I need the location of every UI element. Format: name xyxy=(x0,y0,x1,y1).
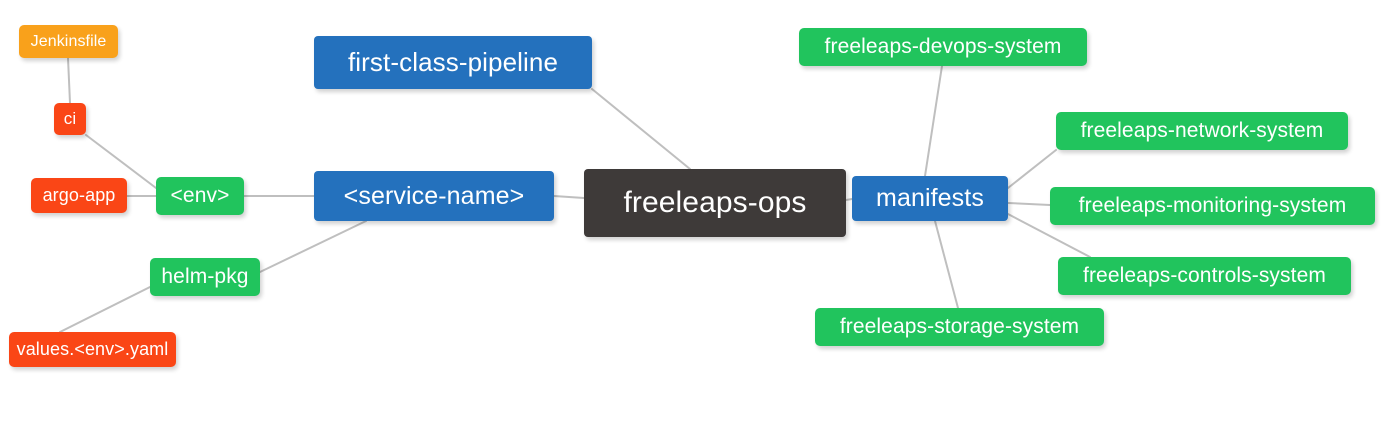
edge-first-class-pipeline-to-root xyxy=(591,88,691,170)
mindmap-node-devops-system[interactable]: freeleaps-devops-system xyxy=(799,28,1087,66)
mindmap-node-network-system[interactable]: freeleaps-network-system xyxy=(1056,112,1348,150)
mindmap-node-manifests[interactable]: manifests xyxy=(852,176,1008,221)
edge-manifests-to-network-system xyxy=(1007,149,1057,189)
mindmap-node-label: freeleaps-network-system xyxy=(1080,119,1324,142)
mindmap-node-env[interactable]: <env> xyxy=(156,177,244,215)
mindmap-node-label: ci xyxy=(63,109,77,128)
mindmap-node-label: values.<env>.yaml xyxy=(16,339,169,359)
mindmap-node-label: <service-name> xyxy=(343,181,525,210)
mindmap-node-first-class-pipeline[interactable]: first-class-pipeline xyxy=(314,36,592,89)
mindmap-node-label: argo-app xyxy=(42,185,116,205)
mindmap-node-label: freeleaps-ops xyxy=(623,186,807,219)
mindmap-node-jenkinsfile[interactable]: Jenkinsfile xyxy=(19,25,118,58)
mindmap-node-label: Jenkinsfile xyxy=(30,32,107,50)
mindmap-node-label: helm-pkg xyxy=(161,265,249,288)
mindmap-node-label: freeleaps-controls-system xyxy=(1083,264,1326,287)
mindmap-node-ci[interactable]: ci xyxy=(54,103,86,135)
mindmap-node-storage-system[interactable]: freeleaps-storage-system xyxy=(815,308,1104,346)
edge-manifests-to-monitoring-system xyxy=(1007,202,1051,206)
mindmap-node-values-env-yaml[interactable]: values.<env>.yaml xyxy=(9,332,176,367)
edge-service-name-to-helm-pkg xyxy=(259,220,367,273)
edge-ci-to-jenkinsfile xyxy=(67,57,71,104)
mindmap-node-root[interactable]: freeleaps-ops xyxy=(584,169,846,237)
mindmap-node-helm-pkg[interactable]: helm-pkg xyxy=(150,258,260,296)
edge-root-to-service-name xyxy=(553,195,585,199)
mindmap-node-argo-app[interactable]: argo-app xyxy=(31,178,127,213)
mindmap-node-label: freeleaps-storage-system xyxy=(839,315,1080,338)
edge-manifests-to-devops-system xyxy=(924,65,943,177)
mindmap-node-label: freeleaps-devops-system xyxy=(824,35,1062,58)
mindmap-node-label: manifests xyxy=(876,184,984,212)
mindmap-node-controls-system[interactable]: freeleaps-controls-system xyxy=(1058,257,1351,295)
mindmap-node-monitoring-system[interactable]: freeleaps-monitoring-system xyxy=(1050,187,1375,225)
mindmap-node-label: <env> xyxy=(170,184,230,207)
edge-helm-pkg-to-values-env-yaml xyxy=(59,286,151,333)
mindmap-node-label: freeleaps-monitoring-system xyxy=(1078,194,1347,217)
mindmap-node-service-name[interactable]: <service-name> xyxy=(314,171,554,221)
mindmap-node-label: first-class-pipeline xyxy=(347,47,559,77)
edge-manifests-to-storage-system xyxy=(934,220,959,309)
